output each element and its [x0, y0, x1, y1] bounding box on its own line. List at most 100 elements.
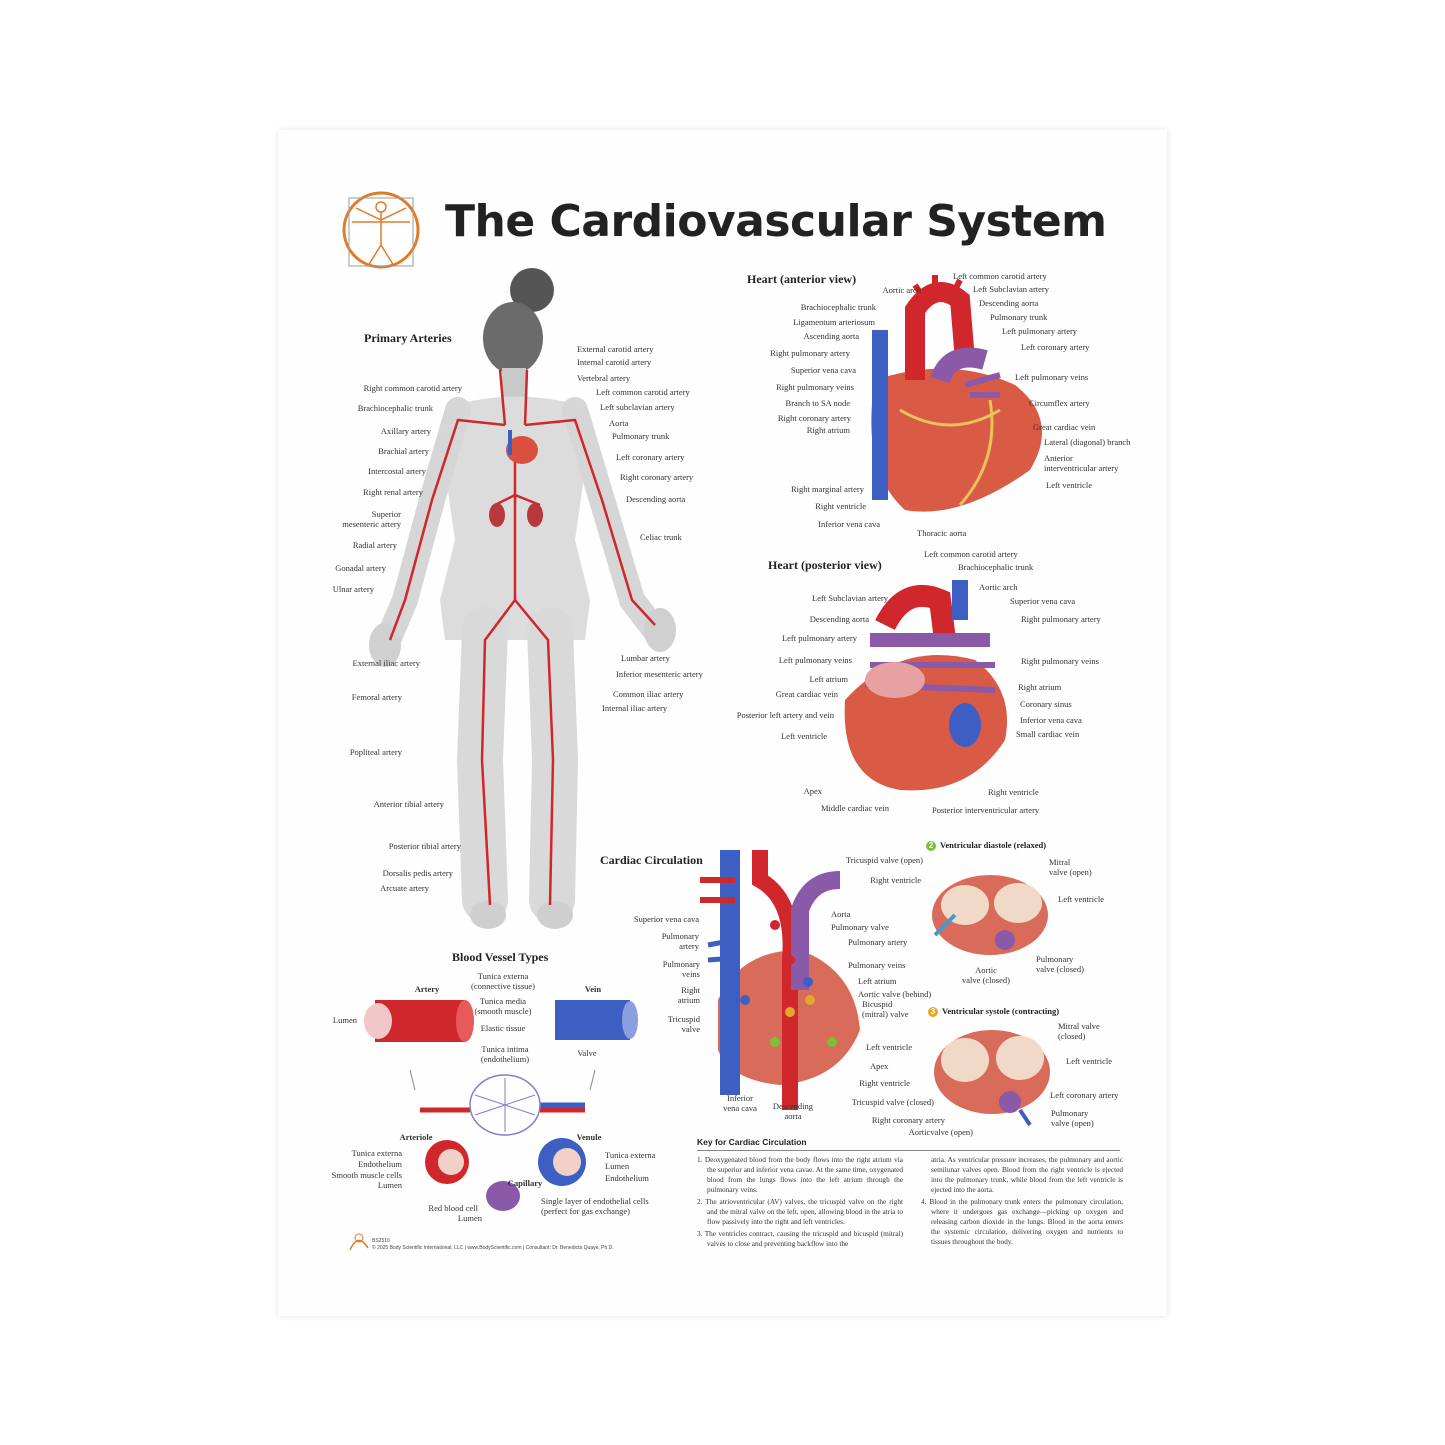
anatomy-label: Posterior tibial artery	[388, 841, 461, 851]
anatomy-label: Small cardiac vein	[1016, 729, 1080, 739]
anatomy-label: Right pulmonary veins	[1021, 656, 1099, 666]
anatomy-label: Inferior vena cava	[1020, 715, 1082, 725]
anatomy-label: Tunica externa	[351, 1148, 402, 1158]
anatomy-label: Gonadal artery	[335, 563, 386, 573]
anatomy-label: Aortic valve (behind)	[858, 989, 932, 999]
anatomy-label: Capillary	[507, 1178, 543, 1188]
anatomy-label: Vertebral artery	[577, 373, 631, 383]
section-title-cardiac-circulation: Cardiac Circulation	[600, 853, 703, 867]
anatomy-label: Inferior vena cava	[723, 1093, 757, 1113]
anatomy-label: Internal carotid artery	[577, 357, 652, 367]
anatomy-label: Descending aorta	[772, 1101, 814, 1121]
anatomy-label: Superior vena cava	[633, 914, 699, 924]
key-item: 4. Blood in the pulmonary trunk enters t…	[921, 1197, 1123, 1246]
anatomy-label: Ascending aorta	[803, 331, 859, 341]
heart-anterior-illustration	[871, 275, 1042, 512]
anatomy-label: Arteriole	[399, 1132, 433, 1142]
anatomy-label: Pulmonary veins	[848, 960, 906, 970]
anatomy-label: Endothelium	[358, 1159, 402, 1169]
anatomy-label: Right ventricle	[815, 501, 866, 511]
anatomy-label: Descending aorta	[809, 614, 869, 624]
key-divider	[697, 1150, 1120, 1151]
anatomy-label: Posterior left artery and vein	[736, 710, 834, 720]
anatomy-label: Lumbar artery	[621, 653, 670, 663]
step-badge: 2	[926, 841, 936, 851]
blood-vessel-types-illustration	[364, 1000, 638, 1211]
anatomy-label: Red blood cell	[428, 1203, 478, 1213]
anatomy-label: Superior mesenteric artery	[342, 509, 401, 529]
poster	[278, 130, 1167, 1316]
anatomy-label: Common iliac artery	[613, 689, 684, 699]
anatomy-label: Inferior vena cava	[818, 519, 880, 529]
anatomy-label: Left ventricle	[866, 1042, 913, 1052]
anatomy-label: Left atrium	[858, 976, 897, 986]
anatomy-label: Lumen	[332, 1015, 357, 1025]
anatomy-label: Right pulmonary veins	[776, 382, 854, 392]
systole-title: Ventricular systole (contracting)	[942, 1006, 1060, 1016]
anatomy-label: Pulmonary valve	[831, 922, 889, 932]
diastole-title: Ventricular diastole (relaxed)	[940, 840, 1047, 850]
anatomy-label: Valve	[577, 1048, 597, 1058]
anatomy-label: Left pulmonary artery	[781, 633, 857, 643]
anatomy-label: Left Subclavian artery	[973, 284, 1049, 294]
anatomy-label: Mitral valve (open)	[1049, 857, 1092, 877]
anatomy-label: Aorta	[831, 909, 851, 919]
anatomy-label: Right atrium	[1018, 682, 1062, 692]
anatomy-label: Left ventricle	[1046, 480, 1093, 490]
anatomy-label: Ulnar artery	[332, 584, 374, 594]
anatomy-label: Right common carotid artery	[363, 383, 462, 393]
step-badge: 3	[928, 1007, 938, 1017]
anatomy-label: Left ventricle	[1058, 894, 1105, 904]
copyright: © 2025 Body Scientific International, LL…	[372, 1245, 614, 1251]
anatomy-label: Right coronary artery	[871, 1115, 945, 1125]
key-item: 3. The ventricles contract, causing the …	[697, 1229, 903, 1248]
anatomy-label: Posterior interventricular artery	[932, 805, 1040, 815]
key-item: 1. Deoxygenated blood from the body flow…	[697, 1155, 903, 1194]
anatomy-label: Venule	[576, 1132, 602, 1142]
anatomy-label: Arcuate artery	[380, 883, 429, 893]
anatomy-label: Descending aorta	[979, 298, 1039, 308]
logo-vitruvian-icon	[342, 191, 420, 269]
anatomy-label: Left common carotid artery	[924, 549, 1018, 559]
anatomy-label: Tricuspid valve (open)	[845, 855, 923, 865]
anatomy-label: Right atrium	[806, 425, 850, 435]
anatomy-label: Elastic tissue	[480, 1023, 526, 1033]
anatomy-label: Intercostal artery	[368, 466, 426, 476]
anatomy-label: Aorta	[609, 418, 629, 428]
anatomy-label: Artery	[414, 984, 440, 994]
anatomy-label: Right pulmonary artery	[1021, 614, 1101, 624]
anatomy-label: Anterior tibial artery	[373, 799, 444, 809]
anatomy-label: Thoracic aorta	[917, 528, 967, 538]
anatomy-label: Tunica externa	[605, 1150, 656, 1160]
anatomy-label: Great cardiac vein	[1033, 422, 1096, 432]
anatomy-label: Right atrium	[677, 985, 700, 1005]
anatomy-label: Left coronary artery	[616, 452, 685, 462]
anatomy-label: Femoral artery	[351, 692, 402, 702]
section-title-heart-anterior: Heart (anterior view)	[747, 272, 857, 286]
anatomy-label: Right marginal artery	[790, 484, 864, 494]
section-title-blood-vessel-types: Blood Vessel Types	[452, 950, 549, 964]
anatomy-label: Dorsalis pedis artery	[382, 868, 453, 878]
anatomy-label: Tricuspid valve	[667, 1014, 700, 1034]
anatomy-label: Left pulmonary veins	[778, 655, 852, 665]
anatomy-label: Pulmonary trunk	[990, 312, 1048, 322]
section-title-primary-arteries: Primary Arteries	[364, 331, 452, 345]
section-title-heart-posterior: Heart (posterior view)	[768, 558, 882, 572]
anatomy-label: Left pulmonary veins	[1015, 372, 1089, 382]
anatomy-label: Left ventricle	[780, 731, 827, 741]
diastole-heading: 2 Ventricular diastole (relaxed)	[926, 840, 1046, 851]
anatomy-label: Inferior mesenteric artery	[616, 669, 703, 679]
key-item: atria. As ventricular pressure increases…	[931, 1155, 1123, 1194]
anatomy-label: Right ventricle	[859, 1078, 910, 1088]
anatomy-label: Branch to SA node	[785, 398, 850, 408]
anatomy-label: Coronary sinus	[1020, 699, 1072, 709]
anatomy-label: Smooth muscle cells	[331, 1170, 402, 1180]
anatomy-label: Apex	[870, 1061, 889, 1071]
anatomy-label: Pulmonary valve (open)	[1051, 1108, 1094, 1128]
anatomy-label: External iliac artery	[352, 658, 421, 668]
anatomy-label: Lateral (diagonal) branch	[1044, 437, 1131, 447]
anatomy-label: Brachiocephalic trunk	[357, 403, 433, 413]
anatomy-label: Lumen	[457, 1213, 482, 1223]
key-item: 2. The atrioventricular (AV) valves, the…	[697, 1197, 903, 1226]
